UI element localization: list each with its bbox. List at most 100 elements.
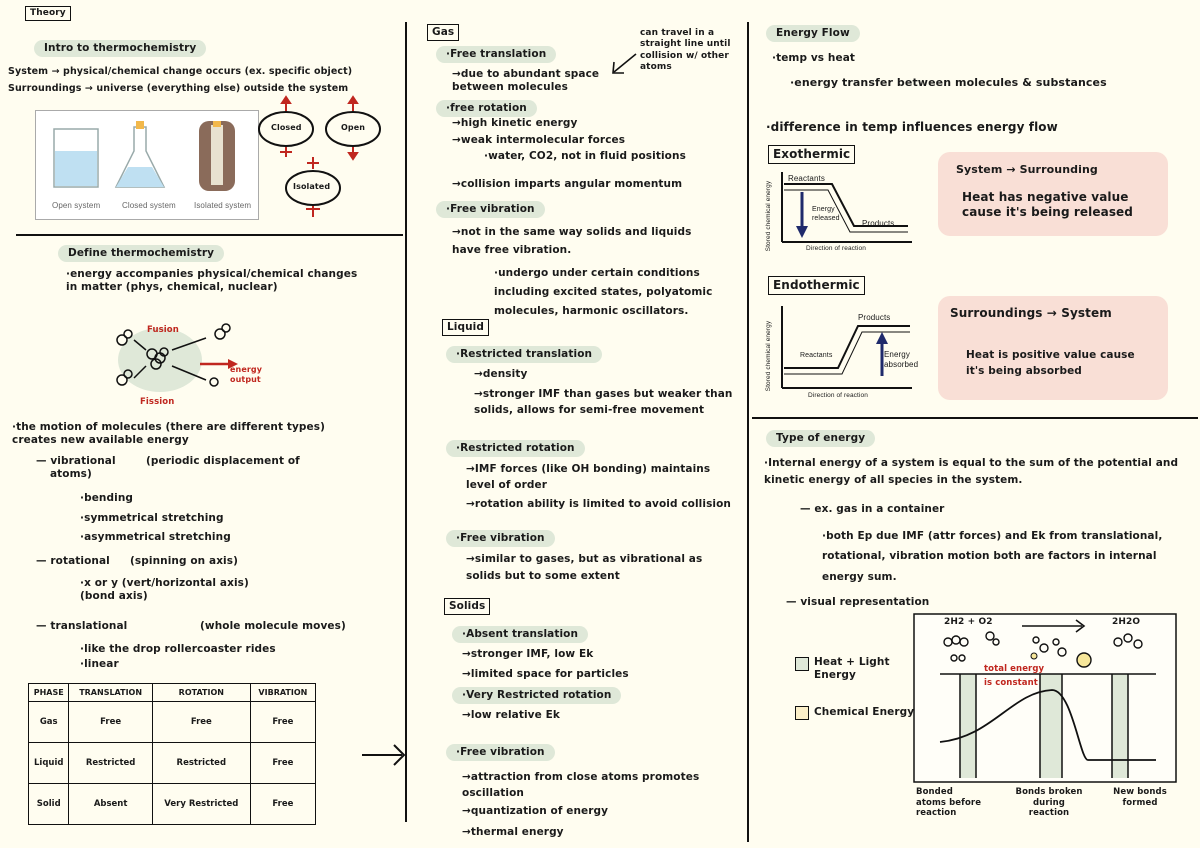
table-header: PHASE bbox=[27, 683, 70, 702]
undergo-text: ·undergo under certain conditions includ… bbox=[494, 267, 713, 317]
new-bonds-label: New bonds formed bbox=[1113, 787, 1167, 808]
difference-text: ·difference in temp influences energy fl… bbox=[766, 120, 1058, 134]
endo-reactants-label: Reactants bbox=[800, 352, 833, 359]
closed-system-label: Closed system bbox=[122, 201, 176, 210]
symmetrical-item: ·symmetrical stretching bbox=[80, 512, 224, 524]
divider-col1 bbox=[405, 22, 407, 822]
table-cell: Very Restricted bbox=[151, 783, 251, 825]
bonds-broken-label: Bonds broken during reaction bbox=[1015, 787, 1083, 819]
motion-text: ·the motion of molecules (there are diff… bbox=[12, 421, 325, 447]
rotational-desc: (spinning on axis) bbox=[130, 555, 239, 567]
exo-note-bg bbox=[938, 152, 1168, 236]
heat-positive-text: Heat is positive value cause it's being … bbox=[966, 349, 1135, 377]
energy-flow-heading: Energy Flow bbox=[766, 25, 860, 43]
energy-visual-graph bbox=[913, 613, 1177, 783]
table-cell: Gas bbox=[27, 701, 70, 743]
table-row: Gas Free Free Free bbox=[27, 701, 317, 743]
arrow-right-icon bbox=[362, 744, 406, 766]
vibrational-label: — vibrational bbox=[36, 455, 116, 467]
isolated-system-label: Isolated system bbox=[194, 201, 252, 210]
heat-light-label: Heat + Light Energy bbox=[814, 656, 890, 682]
rotation-ability-text: →rotation ability is limited to avoid co… bbox=[466, 498, 732, 510]
intro-heading: Intro to thermochemistry bbox=[34, 40, 207, 58]
table-cell: Free bbox=[151, 701, 251, 743]
exothermic-graph bbox=[781, 172, 912, 243]
surroundings-line: Surroundings → universe (everything else… bbox=[8, 83, 349, 94]
visual-rep-text: — visual representation bbox=[786, 596, 930, 608]
stronger-imf2-text: →stronger IMF, low Ek bbox=[462, 648, 594, 660]
table-row: Solid Absent Very Restricted Free bbox=[27, 783, 317, 825]
table-header: ROTATION bbox=[151, 683, 251, 702]
translational-label: — translational bbox=[36, 620, 128, 632]
table-cell: Restricted bbox=[68, 742, 153, 784]
restricted-translation-heading: ·Restricted translation bbox=[446, 346, 603, 364]
endo-yaxis-label: Stored chemical energy bbox=[765, 320, 773, 392]
heat-negative-text: Heat has negative value cause it's being… bbox=[962, 190, 1133, 219]
divider-col2 bbox=[747, 22, 749, 842]
heat-light-swatch bbox=[795, 657, 809, 671]
table-header: VIBRATION bbox=[249, 683, 317, 702]
exo-yaxis-label: Stored chemical energy bbox=[765, 180, 773, 252]
stronger-imf-text: →stronger IMF than gases but weaker than… bbox=[474, 388, 733, 416]
endo-energy-absorbed-label: Energy absorbed bbox=[884, 350, 919, 369]
theory-tag: Theory bbox=[25, 6, 71, 22]
free-translation-heading: ·Free translation bbox=[436, 46, 557, 64]
imf-forces-text: →IMF forces (like OH bonding) maintains … bbox=[466, 463, 711, 491]
divider-h1 bbox=[16, 234, 403, 236]
rotational-label: — rotational bbox=[36, 555, 110, 567]
exo-energy-released-label: Energy released bbox=[812, 206, 840, 222]
exo-reactants-label: Reactants bbox=[788, 174, 825, 183]
quantization-text: →quantization of energy bbox=[462, 805, 609, 817]
high-kinetic-text: →high kinetic energy bbox=[452, 117, 578, 129]
liquid-tag: Liquid bbox=[442, 319, 489, 337]
gas-tag: Gas bbox=[427, 24, 460, 42]
systems-illustration: Open system Closed system Isolated syste… bbox=[35, 110, 259, 220]
table-cell: Free bbox=[249, 701, 317, 743]
endo-note-bg bbox=[938, 296, 1168, 400]
not-in-same-text: →not in the same way solids and liquids … bbox=[452, 226, 692, 256]
linear-item: ·linear bbox=[80, 658, 119, 670]
open-system-label: Open system bbox=[52, 201, 101, 210]
ex-gas-text: — ex. gas in a container bbox=[800, 503, 945, 515]
table-cell: Liquid bbox=[27, 742, 70, 784]
table-cell: Absent bbox=[68, 783, 153, 825]
vibrational-desc: (periodic displacement of atoms) bbox=[50, 455, 300, 481]
types-heading: Type of energy bbox=[766, 430, 876, 448]
table-row: Liquid Restricted Restricted Free bbox=[27, 742, 317, 784]
asymmetrical-item: ·asymmetrical stretching bbox=[80, 531, 231, 543]
formula-left-label: 2H2 + O2 bbox=[944, 617, 993, 627]
chemical-energy-label: Chemical Energy bbox=[814, 706, 915, 718]
due-to-text: →due to abundant space between molecules bbox=[452, 68, 600, 94]
solids-tag: Solids bbox=[444, 598, 491, 616]
free-vibration3-heading: ·Free vibration bbox=[446, 744, 555, 762]
energy-output-label: energy output bbox=[230, 365, 263, 384]
table-cell: Free bbox=[249, 742, 317, 784]
very-restricted-heading: ·Very Restricted rotation bbox=[452, 687, 622, 705]
internal-energy-text: ·Internal energy of a system is equal to… bbox=[764, 457, 1179, 486]
table-cell: Restricted bbox=[151, 742, 251, 784]
bending-item: ·bending bbox=[80, 492, 134, 504]
energy-transfer-text: ·energy transfer between molecules & sub… bbox=[790, 76, 1107, 89]
phase-table: PHASE TRANSLATION ROTATION VIBRATION Gas… bbox=[27, 683, 317, 825]
table-cell: Solid bbox=[27, 783, 70, 825]
x-or-y-item: ·x or y (vert/horizontal axis) (bond axi… bbox=[80, 577, 249, 603]
surr-to-sys-text: Surroundings → System bbox=[950, 306, 1112, 320]
sys-to-surr-text: System → Surrounding bbox=[956, 163, 1098, 176]
divider-h2 bbox=[752, 417, 1198, 419]
free-rotation-heading: ·free rotation bbox=[436, 100, 537, 118]
exothermic-tag: Exothermic bbox=[768, 145, 856, 164]
formula-right-label: 2H2O bbox=[1112, 617, 1141, 627]
low-relative-text: →low relative Ek bbox=[462, 709, 560, 721]
closed-oval-label: Closed bbox=[271, 123, 302, 132]
restricted-rotation-heading: ·Restricted rotation bbox=[446, 440, 585, 458]
like-drop-item: ·like the drop rollercoaster rides bbox=[80, 643, 276, 655]
fission-label: Fission bbox=[140, 397, 175, 407]
isolated-oval-label: Isolated bbox=[293, 182, 331, 191]
note-arrow-icon bbox=[612, 53, 637, 74]
free-vibration-heading: ·Free vibration bbox=[436, 201, 545, 219]
system-ovals bbox=[258, 95, 381, 217]
chemical-energy-swatch bbox=[795, 706, 809, 720]
total-energy-label: total energy bbox=[984, 664, 1045, 674]
system-line: System → physical/chemical change occurs… bbox=[8, 66, 353, 77]
can-travel-note: can travel in a straight line until coll… bbox=[640, 28, 731, 72]
